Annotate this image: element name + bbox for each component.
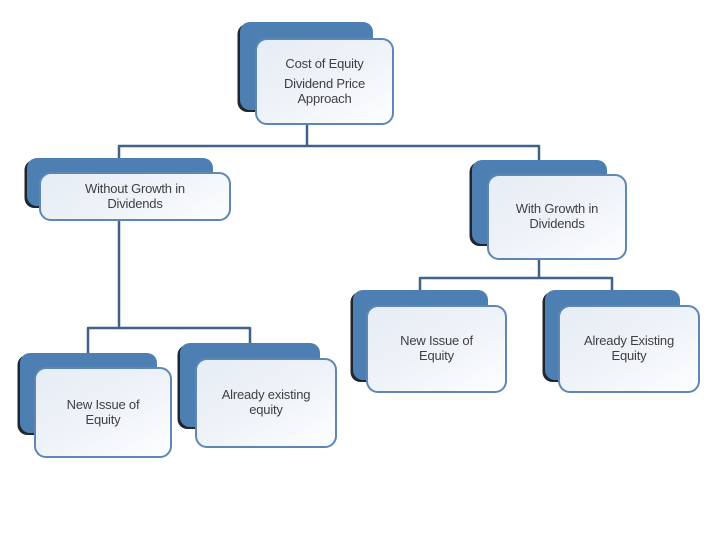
node-without-growth-label: Without Growth in Dividends [85, 180, 185, 211]
node-root-sublabel: Dividend Price Approach [283, 76, 365, 106]
node-root-front-card: Cost of Equity Dividend Price Approach [255, 38, 394, 125]
node-already-existing-right-label: Already Existing Equity [583, 333, 674, 363]
connector-without-growth-to-children [86, 219, 252, 358]
node-already-existing-left-front-card: Already existing equity [195, 358, 337, 448]
node-already-existing-left-label: Already existing equity [221, 387, 311, 417]
node-without-growth-front-card: Without Growth in Dividends [39, 172, 231, 221]
node-new-issue-right-label: New Issue of Equity [400, 333, 473, 363]
node-with-growth-label: With Growth in Dividends [515, 201, 599, 231]
node-new-issue-right-front-card: New Issue of Equity [366, 305, 507, 393]
connector-with-growth-to-children [418, 258, 614, 295]
node-new-issue-left-label: New Issue of Equity [66, 396, 140, 427]
node-with-growth-front-card: With Growth in Dividends [487, 174, 627, 260]
node-root-label: Cost of Equity [285, 55, 364, 71]
connector-root-to-children [117, 123, 541, 167]
node-new-issue-left-front-card: New Issue of Equity [34, 367, 172, 458]
node-already-existing-right-front-card: Already Existing Equity [558, 305, 700, 393]
